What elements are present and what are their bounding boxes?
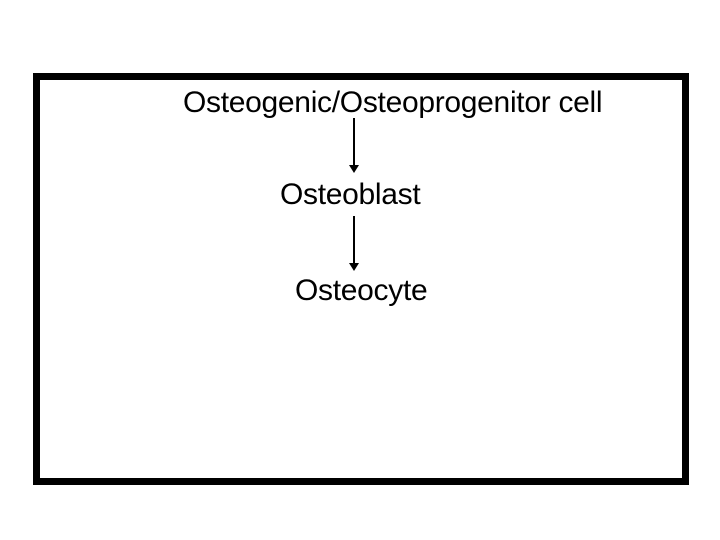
node-label-osteocyte: Osteocyte	[295, 274, 428, 307]
node-label-osteoprogenitor-cell: Osteogenic/Osteoprogenitor cell	[183, 86, 603, 119]
arrow-shaft	[353, 216, 355, 263]
down-arrow-icon	[348, 216, 360, 271]
arrow-head	[349, 165, 359, 173]
down-arrow-icon	[348, 118, 360, 173]
diagram-border-box	[33, 73, 689, 485]
node-label-osteoblast: Osteoblast	[280, 178, 421, 211]
arrow-shaft	[353, 118, 355, 165]
arrow-head	[349, 263, 359, 271]
